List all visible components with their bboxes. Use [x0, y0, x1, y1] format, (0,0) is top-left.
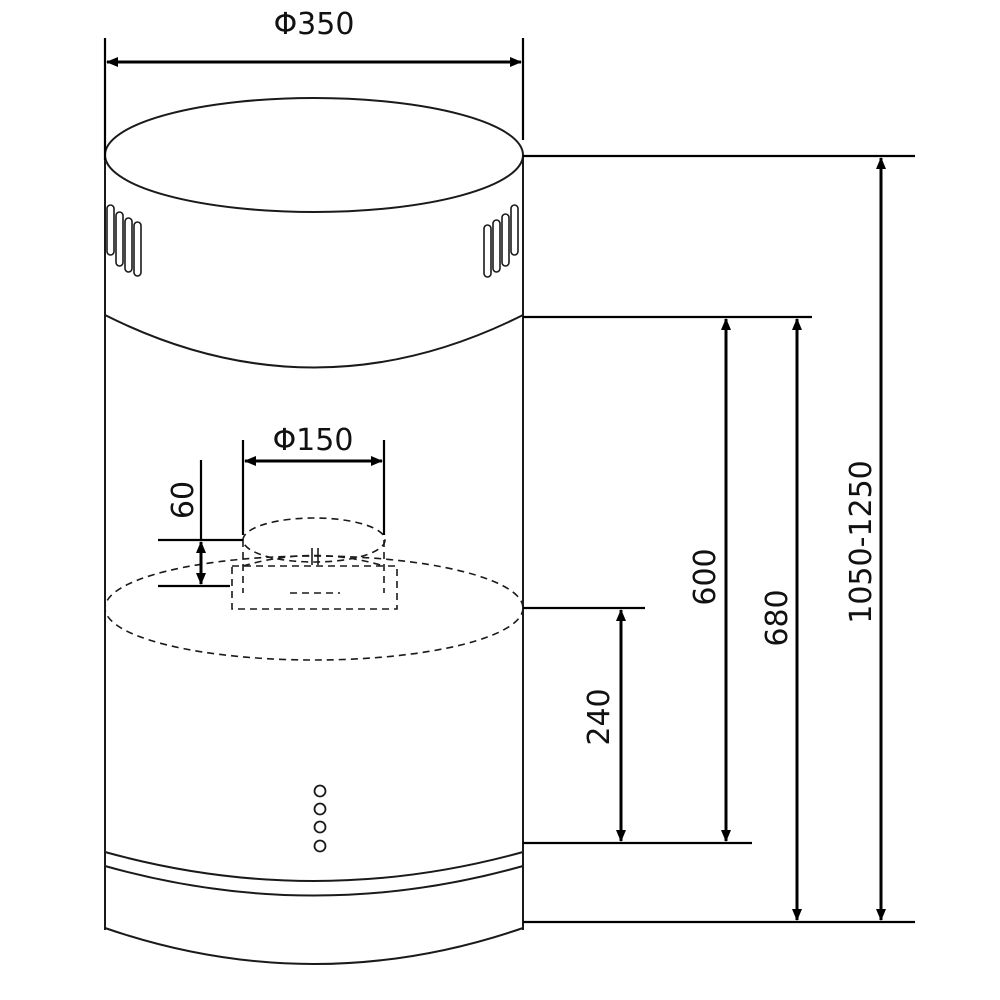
hood-body — [104, 97, 524, 965]
overall-height-dimension: 1050-1250 — [844, 157, 886, 921]
height-680-label: 680 — [760, 589, 795, 646]
internal-plate-ellipse — [104, 555, 524, 661]
top-ellipse — [104, 97, 524, 213]
height-680-dimension: 680 — [760, 318, 802, 921]
left-vent-slots — [106, 204, 142, 277]
bottom-curve — [104, 927, 524, 965]
outer-diameter-label: Φ350 — [274, 7, 355, 42]
height-600-dimension: 600 — [688, 318, 731, 842]
upper-band-seam — [104, 314, 524, 369]
right-extension-lines — [523, 154, 915, 924]
height-240-dimension: 240 — [582, 609, 626, 842]
overall-height-label: 1050-1250 — [844, 460, 879, 624]
duct-diameter-label: Φ150 — [273, 423, 354, 458]
bottom-band-seam-1 — [104, 851, 524, 882]
motor-housing — [231, 565, 398, 610]
outer-diameter-dimension: Φ350 — [103, 7, 525, 160]
duct-diameter-dimension: Φ150 — [241, 423, 386, 535]
collar-height-label: 60 — [166, 481, 201, 519]
collar-height-dimension: 60 — [158, 460, 243, 588]
height-600-label: 600 — [688, 548, 723, 605]
bottom-band-seam-2 — [104, 865, 524, 897]
height-240-label: 240 — [582, 688, 617, 745]
control-buttons — [313, 784, 327, 853]
right-vent-slots — [483, 204, 519, 278]
